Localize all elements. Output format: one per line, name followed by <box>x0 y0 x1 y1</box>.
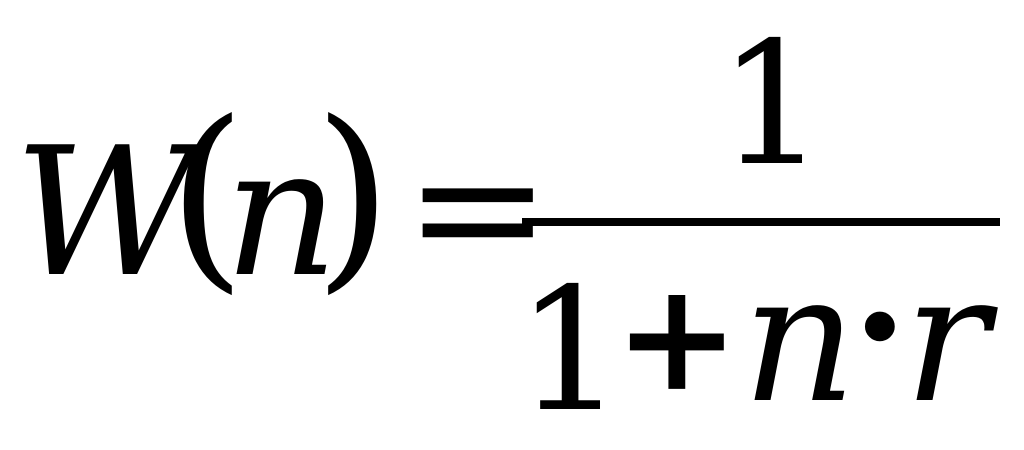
denominator-variable-n: n <box>742 235 857 442</box>
fraction-numerator: 1 <box>718 6 827 204</box>
open-parenthesis: ( <box>168 79 247 312</box>
denominator-one: 1 <box>516 252 625 450</box>
fraction-bar <box>522 218 1000 226</box>
close-parenthesis: ) <box>314 79 393 312</box>
formula: W ( n ) = 1 1 + n · r <box>14 6 1000 442</box>
function-name: W <box>14 109 197 316</box>
argument-variable: n <box>224 109 339 316</box>
denominator-variable-r: r <box>904 235 990 442</box>
plus-sign: + <box>614 249 740 425</box>
multiplication-dot: · <box>852 232 908 420</box>
equals-sign: = <box>404 105 552 310</box>
